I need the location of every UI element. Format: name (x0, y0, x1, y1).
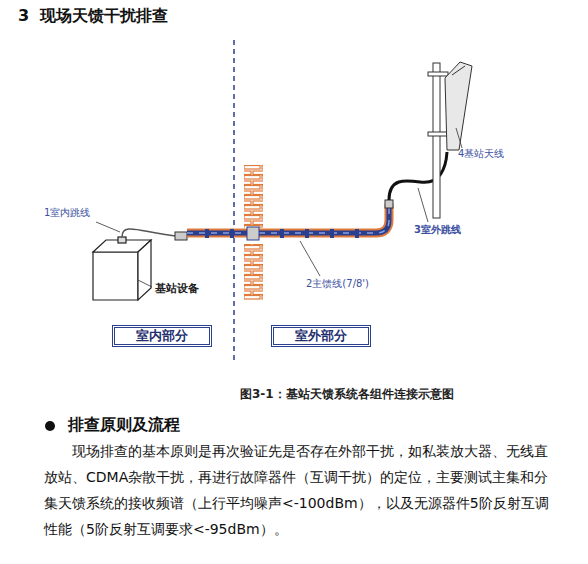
main-feeder (187, 200, 393, 240)
region-box: 室外部分 (271, 325, 371, 347)
connector (175, 232, 187, 240)
leader-lines (96, 128, 462, 287)
callout-label: 3室外跳线 (414, 223, 461, 237)
figure-caption: 图3-1：基站天馈系统各组件连接示意图 (240, 386, 454, 403)
wall-lower (244, 244, 263, 300)
body-paragraph: 现场排查的基本原则是再次验证先是否存在外部干扰，如私装放大器、无线直放站、CDM… (44, 438, 560, 542)
callout-label: 4基站天线 (458, 147, 504, 161)
feeder-clamps (205, 229, 359, 238)
divider-line (233, 40, 235, 362)
base-station-cube (93, 237, 151, 300)
section-subheading: 排查原则及流程 (68, 415, 180, 436)
callout-label: 2主馈线(7/8') (306, 277, 369, 291)
callout-label: 1室内跳线 (44, 206, 90, 220)
bullet (45, 421, 55, 431)
region-box: 室内部分 (112, 325, 212, 347)
wall-upper (244, 165, 263, 228)
antenna-pole (428, 62, 472, 218)
section-title: 3 现场天馈干扰排查 (18, 6, 168, 27)
callout-label: 基站设备 (155, 281, 199, 296)
region-label: 室外部分 (295, 327, 347, 345)
region-label: 室内部分 (136, 327, 188, 345)
indoor-jumper (122, 229, 176, 237)
